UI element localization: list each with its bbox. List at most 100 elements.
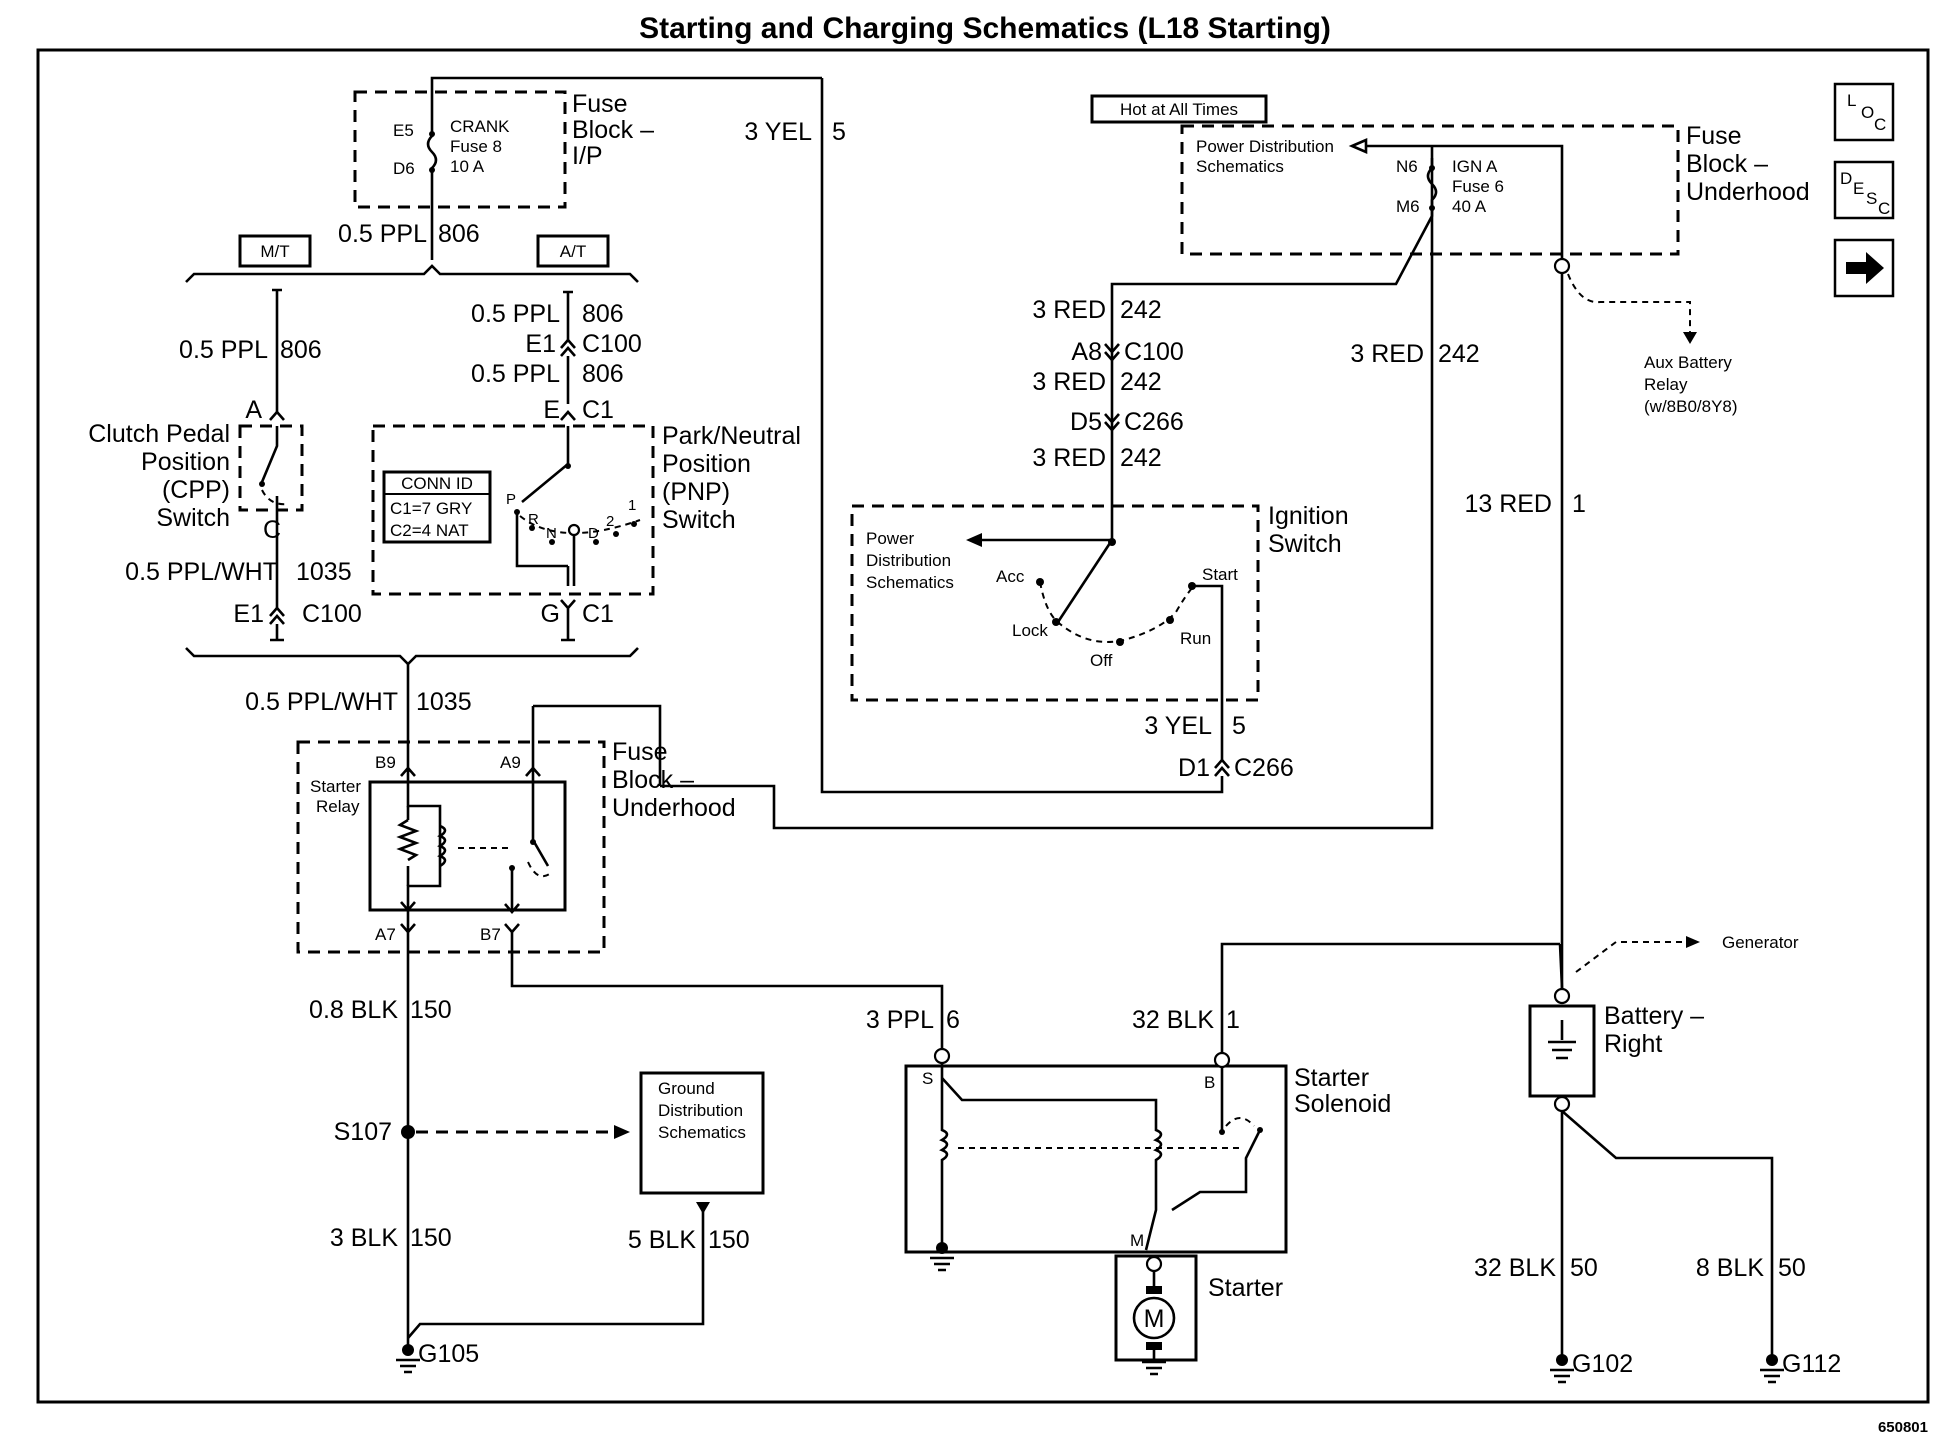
svg-text:S: S — [922, 1069, 933, 1088]
svg-text:Underhood: Underhood — [1686, 178, 1810, 206]
svg-text:Schematics: Schematics — [866, 573, 954, 592]
svg-text:Underhood: Underhood — [612, 794, 736, 822]
svg-text:1: 1 — [628, 497, 636, 514]
splice-s107 — [401, 1125, 415, 1139]
svg-text:Fuse: Fuse — [612, 738, 668, 766]
generator-label: Generator — [1722, 933, 1799, 952]
svg-text:1: 1 — [1572, 490, 1586, 518]
svg-text:0.5 PPL: 0.5 PPL — [471, 300, 560, 328]
aux-battery-relay-label: Aux Battery — [1644, 353, 1732, 372]
next-button[interactable] — [1833, 238, 1895, 298]
svg-text:E: E — [1853, 179, 1864, 198]
ign-a-fuse-label: IGN A — [1452, 157, 1498, 176]
pnp-switch-box — [371, 424, 655, 596]
ignition-switch-label: Ignition — [1268, 502, 1349, 530]
svg-text:D: D — [1840, 169, 1852, 188]
ground-g112: G112 — [1782, 1350, 1841, 1378]
page-title: Starting and Charging Schematics (L18 St… — [639, 12, 1331, 45]
svg-text:3 RED: 3 RED — [1032, 296, 1106, 324]
svg-text:A: A — [245, 396, 262, 424]
at-option-label: A/T — [560, 242, 586, 261]
svg-text:D: D — [588, 525, 599, 542]
svg-text:(CPP): (CPP) — [162, 476, 230, 504]
svg-text:C100: C100 — [1124, 338, 1184, 366]
svg-text:Battery –: Battery – — [1604, 1002, 1704, 1030]
relay-coil — [437, 824, 447, 868]
svg-text:D6: D6 — [393, 159, 415, 178]
desc-button[interactable]: D E S C — [1833, 160, 1895, 220]
svg-text:P: P — [506, 491, 516, 508]
ground-icon — [1760, 1368, 1784, 1384]
svg-text:3 RED: 3 RED — [1032, 444, 1106, 472]
svg-text:3 YEL: 3 YEL — [1144, 712, 1212, 740]
svg-text:C: C — [1878, 199, 1890, 218]
starter-relay-fuse-block-box — [296, 740, 606, 954]
svg-text:Relay: Relay — [1644, 375, 1688, 394]
cpp-switch-box — [238, 424, 304, 512]
svg-text:L: L — [1847, 91, 1856, 110]
svg-text:C266: C266 — [1234, 754, 1294, 782]
svg-text:R: R — [528, 511, 539, 528]
motor-icon — [1132, 1296, 1176, 1340]
svg-text:Block –: Block – — [612, 766, 694, 794]
battery-icon — [1548, 1020, 1576, 1060]
svg-text:5 BLK: 5 BLK — [628, 1226, 696, 1254]
pnp-conn-id-box — [382, 470, 492, 544]
svg-text:B: B — [1204, 1073, 1215, 1092]
svg-text:3 PPL: 3 PPL — [866, 1006, 934, 1034]
loc-button[interactable]: L O C — [1833, 82, 1895, 142]
svg-text:O: O — [1861, 103, 1874, 122]
svg-text:I/P: I/P — [572, 142, 603, 170]
svg-text:(w/8B0/8Y8): (w/8B0/8Y8) — [1644, 397, 1738, 416]
starter-label: Starter — [1208, 1274, 1283, 1302]
svg-text:C: C — [263, 516, 281, 544]
option-bracket-top — [185, 264, 639, 283]
ground-icon — [396, 1358, 420, 1374]
svg-text:242: 242 — [1438, 340, 1480, 368]
svg-text:Start: Start — [1202, 565, 1238, 584]
svg-text:0.5 PPL: 0.5 PPL — [471, 360, 560, 388]
svg-text:Fuse 6: Fuse 6 — [1452, 177, 1504, 196]
svg-text:150: 150 — [708, 1226, 750, 1254]
svg-text:8 BLK: 8 BLK — [1696, 1254, 1764, 1282]
svg-text:E1: E1 — [525, 330, 556, 358]
svg-text:S107: S107 — [334, 1118, 392, 1146]
svg-text:Distribution: Distribution — [658, 1101, 743, 1120]
wire-242-to-a9 — [660, 158, 1434, 830]
svg-text:C100: C100 — [302, 600, 362, 628]
svg-text:N: N — [546, 525, 557, 542]
svg-text:E: E — [543, 396, 560, 424]
svg-text:Position: Position — [141, 448, 230, 476]
svg-text:242: 242 — [1120, 444, 1162, 472]
ground-distribution-box — [639, 1071, 765, 1195]
svg-text:C1: C1 — [582, 600, 614, 628]
svg-text:2: 2 — [606, 513, 614, 530]
svg-text:Switch: Switch — [156, 504, 230, 532]
svg-text:C: C — [1874, 115, 1886, 134]
right-arrow-icon — [1846, 252, 1884, 284]
svg-text:242: 242 — [1120, 368, 1162, 396]
svg-text:6: 6 — [946, 1006, 960, 1034]
svg-text:S: S — [1866, 189, 1877, 208]
svg-text:Block –: Block – — [572, 116, 654, 144]
svg-text:E1: E1 — [233, 600, 264, 628]
diagram-frame — [36, 48, 1930, 1404]
relay-resistor — [396, 818, 420, 862]
ground-g102: G102 — [1572, 1350, 1633, 1378]
svg-text:50: 50 — [1570, 1254, 1598, 1282]
svg-text:1035: 1035 — [296, 558, 352, 586]
svg-text:Ground: Ground — [658, 1079, 715, 1098]
svg-text:C2=4 NAT: C2=4 NAT — [390, 521, 469, 540]
wire-yel-5 — [820, 78, 1224, 794]
crank-fuse-label: CRANK — [450, 117, 510, 136]
svg-text:Schematics: Schematics — [1196, 157, 1284, 176]
fuse-block-underhood-box — [1180, 124, 1680, 256]
fuse-block-ip-box — [353, 90, 567, 209]
svg-text:13 RED: 13 RED — [1464, 490, 1552, 518]
svg-text:3 BLK: 3 BLK — [330, 1224, 398, 1252]
ignition-switch-box — [850, 504, 1260, 702]
svg-text:806: 806 — [280, 336, 322, 364]
svg-text:1: 1 — [1226, 1006, 1240, 1034]
svg-text:Acc: Acc — [996, 567, 1025, 586]
